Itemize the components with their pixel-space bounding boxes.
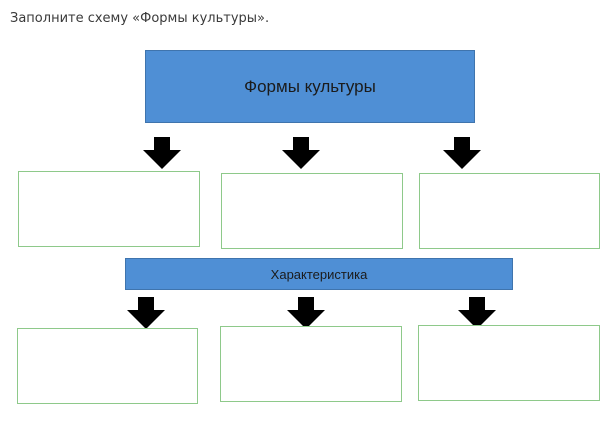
down-arrow-icon	[282, 137, 320, 169]
down-arrow-icon	[287, 297, 325, 329]
characteristic-label: Характеристика	[270, 266, 368, 282]
answer-box-characteristic-3[interactable]	[418, 325, 600, 401]
forms-of-culture-label: Формы культуры	[244, 76, 376, 96]
answer-box-form-3[interactable]	[419, 173, 600, 249]
down-arrow-icon	[458, 297, 496, 329]
characteristic-box: Характеристика	[125, 258, 513, 290]
answer-box-characteristic-1[interactable]	[17, 328, 198, 404]
down-arrow-icon	[443, 137, 481, 169]
answer-box-form-1[interactable]	[18, 171, 200, 247]
forms-of-culture-box: Формы культуры	[145, 50, 475, 123]
down-arrow-icon	[143, 137, 181, 169]
answer-box-form-2[interactable]	[221, 173, 403, 249]
task-instruction: Заполните схему «Формы культуры».	[10, 11, 270, 26]
answer-box-characteristic-2[interactable]	[220, 326, 402, 402]
down-arrow-icon	[127, 297, 165, 329]
